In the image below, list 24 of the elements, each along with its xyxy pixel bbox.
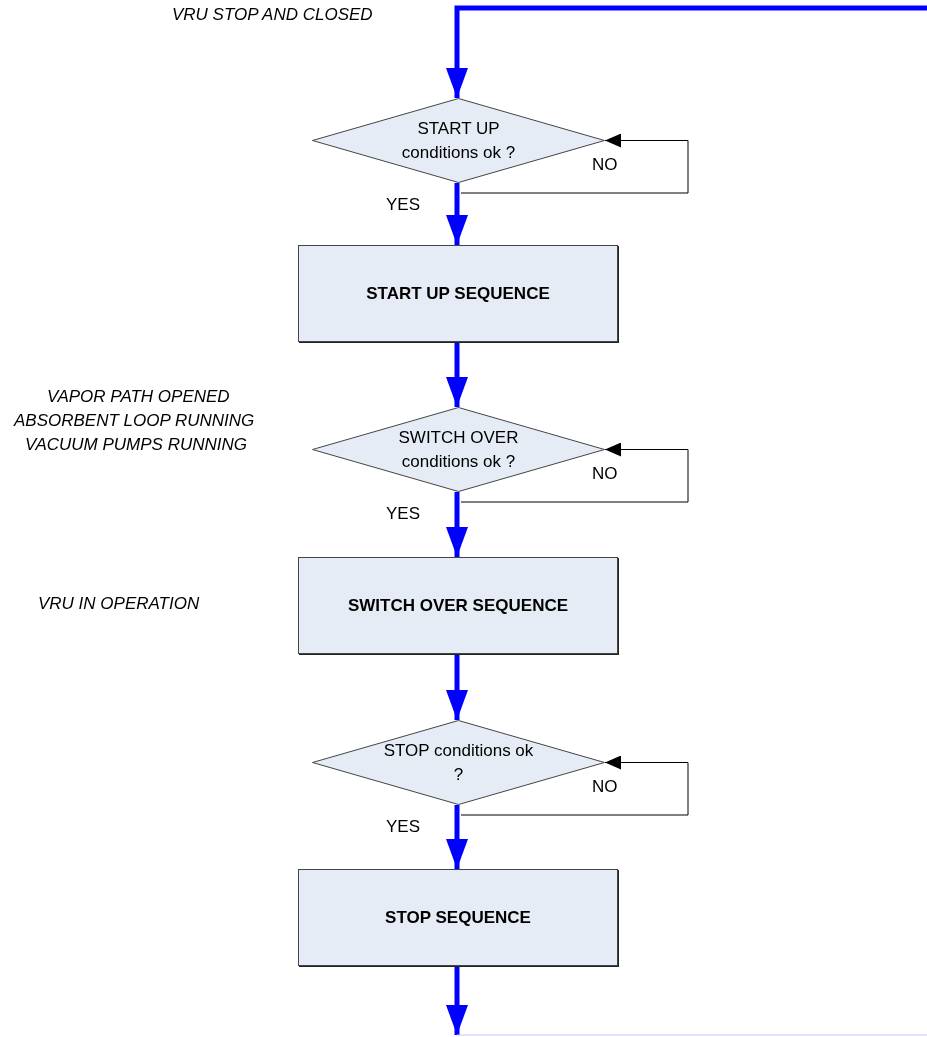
- state-note: VAPOR PATH OPENED: [47, 387, 230, 407]
- flow-arrow: [446, 492, 468, 557]
- state-note: VRU IN OPERATION: [38, 594, 200, 614]
- node-text: START UP conditions ok ?: [400, 117, 517, 164]
- node-text: SWITCH OVER SEQUENCE: [347, 594, 569, 617]
- loop-arrow: [460, 133, 689, 194]
- process-box: [298, 869, 618, 966]
- flow-arrow: [446, 966, 468, 1035]
- flow-arrow: [446, 183, 468, 245]
- state-note: VACUUM PUMPS RUNNING: [25, 435, 247, 455]
- process-box: [298, 557, 618, 654]
- flow-arrow: [446, 342, 468, 407]
- loop-arrow: [460, 755, 689, 816]
- flow-arrow: [446, 5, 927, 98]
- node-text: STOP conditions ok ?: [383, 739, 534, 786]
- flow-arrow: [446, 805, 468, 869]
- state-note: VRU STOP AND CLOSED: [172, 5, 373, 25]
- process-box: [298, 245, 618, 342]
- state-note: ABSORBENT LOOP RUNNING: [14, 411, 255, 431]
- node-text: START UP SEQUENCE: [366, 282, 550, 305]
- node-text: SWITCH OVER conditions ok ?: [397, 426, 520, 473]
- node-text: STOP SEQUENCE: [385, 906, 531, 929]
- loop-arrow: [460, 442, 689, 503]
- flow-arrow: [446, 654, 468, 720]
